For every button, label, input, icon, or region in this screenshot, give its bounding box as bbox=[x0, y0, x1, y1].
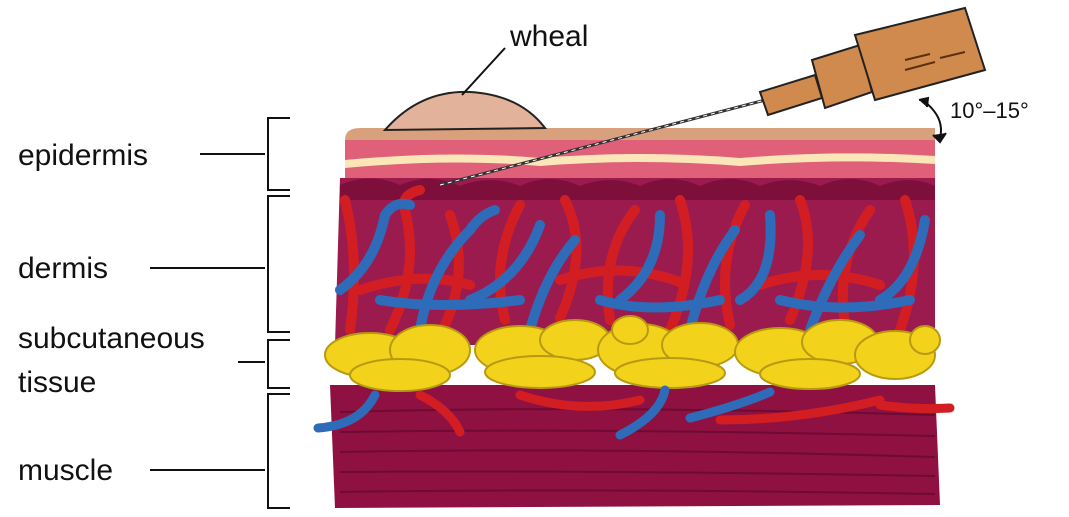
epidermis-layer bbox=[345, 128, 935, 178]
layer-brackets bbox=[268, 118, 290, 508]
subcutaneous-fat bbox=[325, 316, 940, 391]
wheal-bump bbox=[385, 92, 545, 130]
epidermis-label: epidermis bbox=[18, 141, 148, 171]
muscle-label: muscle bbox=[18, 456, 113, 486]
angle-label: 10°–15° bbox=[950, 100, 1029, 122]
dermis-label: dermis bbox=[18, 254, 108, 284]
tissue-label: tissue bbox=[18, 368, 96, 398]
wheal-label: wheal bbox=[510, 22, 588, 52]
subcutaneous-label: subcutaneous bbox=[18, 324, 205, 354]
label-leaders bbox=[150, 154, 265, 470]
wheal-leader bbox=[462, 48, 505, 95]
